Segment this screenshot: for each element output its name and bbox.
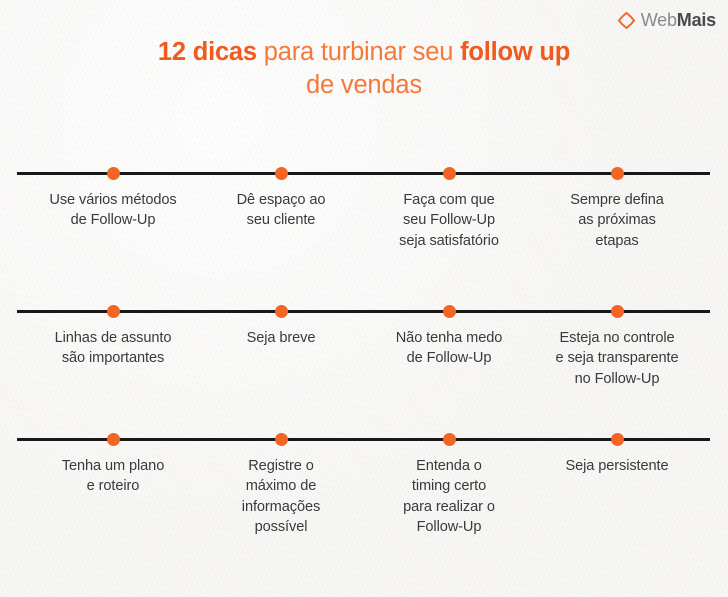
title-regular-middle: para turbinar seu [256, 38, 461, 66]
timeline-axis-line [17, 310, 710, 313]
timeline-axis-line [17, 438, 710, 441]
timeline-dot-icon [442, 305, 456, 318]
title-emphasis-count: 12 dicas [157, 38, 257, 66]
brand-word-web: Web [640, 10, 677, 30]
brand-wordmark: WebMais [640, 10, 717, 30]
timeline-dot-icon [274, 167, 288, 180]
timeline-dot-icon [274, 433, 288, 446]
timeline-dot-icon [274, 305, 288, 318]
page-title: 12 dicas para turbinar seu follow up de … [0, 36, 728, 101]
diamond-outline-icon [617, 11, 635, 29]
timeline-dot-icon [442, 433, 456, 446]
page-title-line-2: de vendas [306, 70, 422, 99]
title-emphasis-followup: follow up [460, 38, 571, 66]
timeline-dot-icon [610, 433, 624, 446]
brand-word-mais: Mais [676, 10, 716, 30]
timeline-item-label: Seja persistente [565, 458, 669, 474]
page-title-line-1: 12 dicas para turbinar seu follow up [0, 36, 728, 69]
timeline-axis-line [17, 172, 710, 175]
timeline-dot-icon [106, 305, 120, 318]
brand-logo: WebMais [617, 8, 716, 32]
timeline-dot-icon [610, 167, 624, 180]
timeline-dot-icon [106, 433, 120, 446]
timeline-dot-icon [442, 167, 456, 180]
timeline-dot-icon [610, 305, 624, 318]
timeline-item-label: Seja breve [246, 330, 316, 346]
timeline-dot-icon [106, 167, 120, 180]
